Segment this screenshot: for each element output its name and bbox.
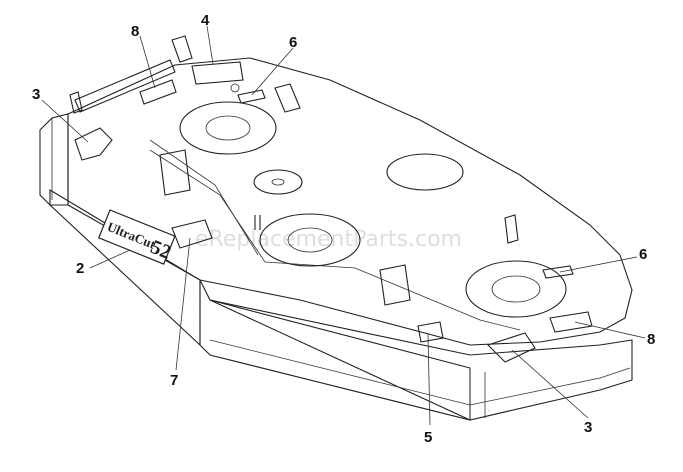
spindle-plates xyxy=(179,83,567,318)
leader-lines xyxy=(41,25,646,426)
callout-2: 2 xyxy=(76,260,84,277)
decal-8-top xyxy=(139,79,177,105)
decals xyxy=(74,61,593,363)
callout-6-top: 6 xyxy=(289,34,297,51)
decal-5 xyxy=(417,321,444,343)
callout-3-right: 3 xyxy=(584,419,592,436)
decal-warning-left xyxy=(74,127,113,161)
deck-body xyxy=(39,35,633,421)
decal-7 xyxy=(171,219,213,249)
callout-5: 5 xyxy=(424,429,432,446)
watermark: eReplacementParts.com xyxy=(195,227,462,252)
callout-7: 7 xyxy=(170,372,178,389)
decal-8-right xyxy=(549,311,593,333)
callout-4: 4 xyxy=(201,12,210,29)
brand-logo: UltraCut 52 xyxy=(97,209,176,265)
callout-6-right: 6 xyxy=(639,246,647,263)
callouts: 8 4 6 3 2 7 6 8 5 3 xyxy=(32,12,655,446)
decal-6-right xyxy=(542,265,574,279)
callout-8-right: 8 xyxy=(647,331,655,348)
callout-3-left: 3 xyxy=(32,86,40,103)
decal-4-top xyxy=(191,61,244,85)
decal-6-top xyxy=(237,89,266,104)
callout-8-top: 8 xyxy=(131,23,139,40)
decal-3-right xyxy=(486,332,536,363)
